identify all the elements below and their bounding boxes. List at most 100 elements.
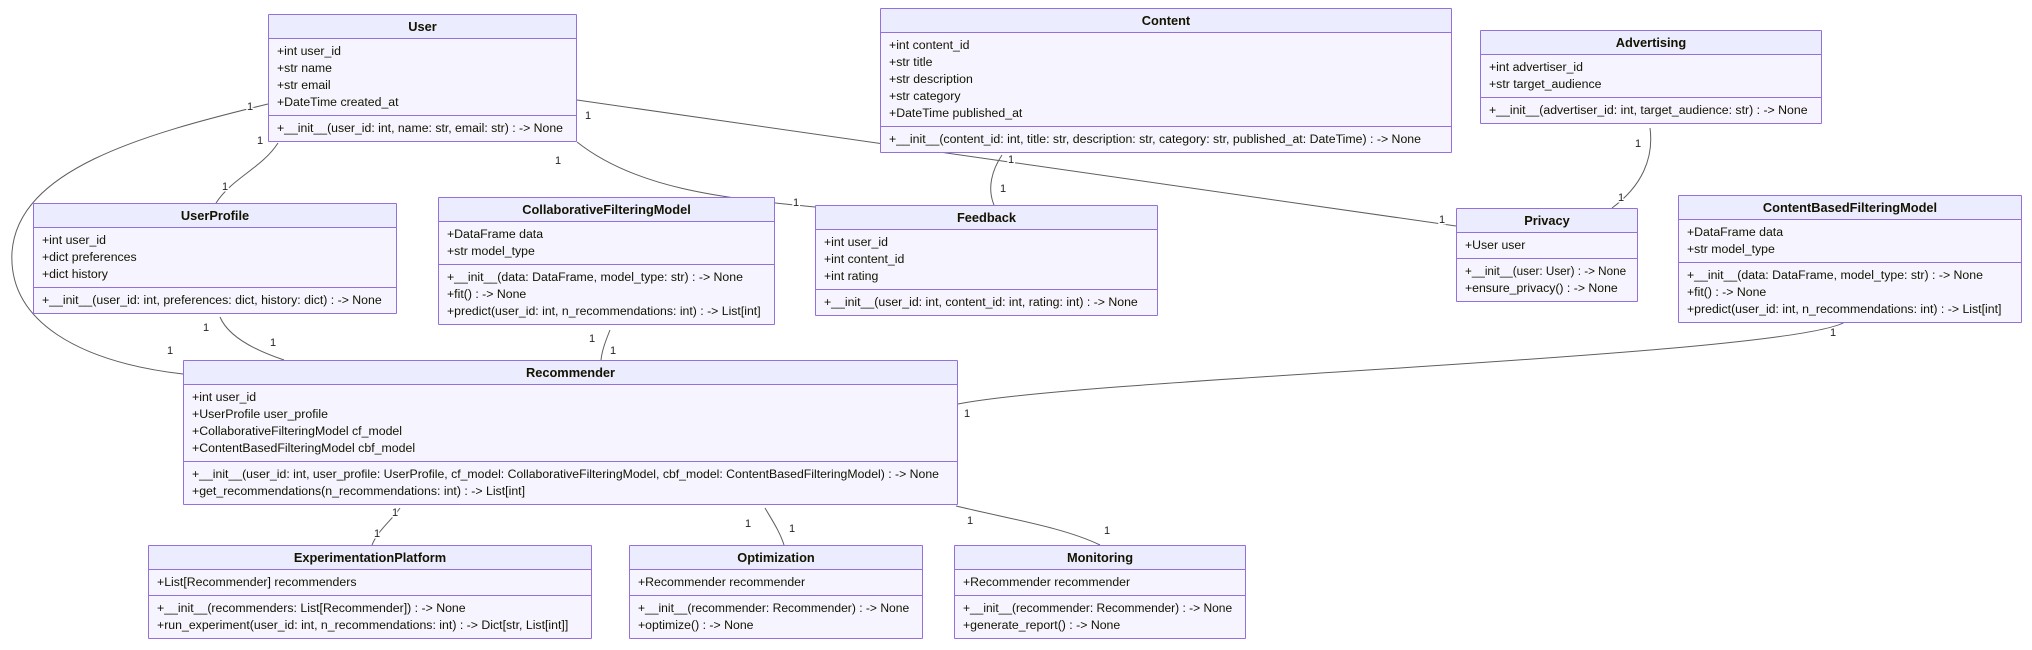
attribute-row: +int content_id — [889, 38, 970, 52]
attribute-row: +dict preferences — [42, 250, 137, 264]
edge-recommender--monitoring — [955, 505, 1101, 546]
method-row: +get_recommendations(n_recommendations: … — [192, 484, 526, 498]
methods-section: +__init__(user: User) : -> None+ensure_p… — [1457, 258, 1637, 301]
class-title: CollaborativeFilteringModel — [439, 198, 774, 222]
methods-section: +__init__(user_id: int, content_id: int,… — [816, 289, 1157, 315]
method-row: +optimize() : -> None — [638, 618, 754, 632]
class-box-feedback: Feedback+int user_id+int content_id+int … — [815, 205, 1158, 316]
attribute-row: +DataFrame data — [1687, 225, 1784, 239]
class-title: Advertising — [1481, 31, 1821, 55]
attribute-row: +int user_id — [277, 44, 341, 58]
attribute-row: +str email — [277, 78, 331, 92]
attrs-section: +int user_id+int content_id+int rating — [816, 230, 1157, 289]
class-box-monitoring: Monitoring +Recommender recommender +__ini… — [954, 545, 1246, 639]
attribute-row: +dict history — [42, 267, 108, 281]
multiplicity-label: 1 — [374, 528, 380, 540]
attribute-row: +UserProfile user_profile — [192, 407, 329, 421]
multiplicity-label: 1 — [555, 155, 561, 167]
class-box-contentbasedfilteringmodel: ContentBasedFilteringModel+DataFrame dat… — [1678, 195, 2022, 323]
attribute-row: +List[Recommender] recommenders — [157, 575, 357, 589]
method-row: +__init__(recommenders: List[Recommender… — [157, 601, 466, 615]
attribute-row: +str category — [889, 89, 961, 103]
methods-section: +__init__(user_id: int, user_profile: Us… — [184, 461, 957, 504]
method-row: +predict(user_id: int, n_recommendations… — [1687, 302, 2002, 316]
multiplicity-label: 1 — [967, 515, 973, 527]
class-box-experimentationplatform: ExperimentationPlatform +List[Recommender… — [148, 545, 592, 639]
attribute-row: +str description — [889, 72, 973, 86]
attribute-row: +int user_id — [192, 390, 257, 404]
attrs-section: +Recommender recommender — [630, 570, 922, 595]
multiplicity-label: 1 — [203, 322, 209, 334]
method-row: +__init__(user: User) : -> None — [1465, 265, 1627, 278]
attrs-section: +Recommender recommender — [955, 570, 1245, 595]
class-title: Privacy — [1457, 209, 1637, 233]
method-row: +__init__(content_id: int, title: str, d… — [889, 132, 1421, 146]
class-box-user: User+int user_id+str name+str email+Date… — [268, 14, 577, 142]
multiplicity-label: 1 — [964, 408, 970, 420]
class-title: Monitoring — [955, 546, 1245, 570]
multiplicity-label: 1 — [745, 518, 751, 530]
method-row: +generate_report() : -> None — [963, 618, 1121, 632]
multiplicity-label: 1 — [585, 110, 591, 122]
method-row: +__init__(recommender: Recommender) : ->… — [963, 601, 1233, 615]
methods-section: +__init__(recommenders: List[Recommender… — [149, 595, 591, 638]
attribute-row: +Recommender recommender — [638, 575, 806, 589]
edge-user--privacy — [576, 99, 1457, 227]
class-title: Feedback — [816, 206, 1157, 230]
methods-section: +__init__(data: DataFrame, model_type: s… — [1679, 262, 2021, 322]
edge-content--feedback — [990, 154, 1003, 206]
attribute-row: +DateTime published_at — [889, 106, 1023, 120]
attribute-row: +str model_type — [1687, 242, 1775, 256]
multiplicity-label: 1 — [610, 345, 616, 357]
multiplicity-label: 1 — [1830, 327, 1836, 339]
edge-user--recommender — [11, 103, 269, 375]
attrs-section: +int user_id +dict preferences +dict histo… — [34, 228, 396, 287]
multiplicity-label: 1 — [789, 523, 795, 535]
class-title: ExperimentationPlatform — [149, 546, 591, 570]
class-box-optimization: Optimization+Recommender recommender+__i… — [629, 545, 923, 639]
attribute-row: +int advertiser_id — [1489, 60, 1583, 74]
attrs-section: +int advertiser_id +str target_audience — [1481, 55, 1821, 97]
methods-section: +__init__(data: DataFrame, model_type: s… — [439, 264, 774, 324]
attribute-row: +int user_id — [42, 233, 106, 247]
attrs-section: +int user_id +UserProfile user_profile +Co… — [184, 385, 957, 461]
multiplicity-label: 1 — [589, 333, 595, 345]
edge-recommender--experimentationplatform — [371, 507, 401, 546]
edge-user--feedback — [576, 141, 816, 208]
attribute-row: +DateTime created_at — [277, 95, 399, 109]
attribute-row: +int content_id — [824, 252, 905, 266]
multiplicity-label: 1 — [793, 197, 799, 209]
multiplicity-label: 1 — [1104, 525, 1110, 537]
attribute-row: +ContentBasedFilteringModel cbf_model — [192, 441, 416, 455]
class-title: UserProfile — [34, 204, 396, 228]
attribute-row: +DataFrame data — [447, 227, 544, 241]
multiplicity-label: 1 — [1635, 138, 1641, 150]
attrs-section: +List[Recommender] recommenders — [149, 570, 591, 595]
edge-userprofile--recommender — [219, 316, 285, 361]
method-row: +run_experiment(user_id: int, n_recommen… — [157, 618, 569, 632]
attribute-row: +str target_audience — [1489, 77, 1602, 91]
multiplicity-label: 1 — [222, 181, 228, 193]
methods-section: +__init__(user_id: int, name: str, email… — [269, 115, 576, 141]
attrs-section: +int content_id +str title +str descriptio… — [881, 33, 1451, 126]
methods-section: +__init__(user_id: int, preferences: dic… — [34, 287, 396, 313]
class-box-recommender: Recommender +int user_id +UserProfile user… — [183, 360, 958, 505]
method-row: +__init__(data: DataFrame, model_type: s… — [1687, 268, 1983, 282]
multiplicity-label: 1 — [257, 135, 263, 147]
attribute-row: +Recommender recommender — [963, 575, 1131, 589]
class-box-advertising: Advertising +int advertiser_id +str target… — [1480, 30, 1822, 124]
edge-cfmodel--recommender — [600, 329, 611, 361]
class-box-collaborativefilteringmodel: CollaborativeFilteringModel +DataFrame da… — [438, 197, 775, 325]
methods-section: +__init__(content_id: int, title: str, d… — [881, 126, 1451, 152]
class-box-userprofile: UserProfile +int user_id +dict preferences… — [33, 203, 397, 314]
multiplicity-label: 1 — [167, 345, 173, 357]
class-title: Recommender — [184, 361, 957, 385]
attribute-row: +int user_id — [824, 235, 888, 249]
method-row: +__init__(user_id: int, preferences: dic… — [42, 293, 382, 307]
attribute-row: +str title — [889, 55, 933, 69]
method-row: +fit() : -> None — [447, 287, 527, 301]
edge-cbfmodel--recommender — [957, 321, 1846, 405]
attrs-section: +User user — [1457, 233, 1637, 258]
